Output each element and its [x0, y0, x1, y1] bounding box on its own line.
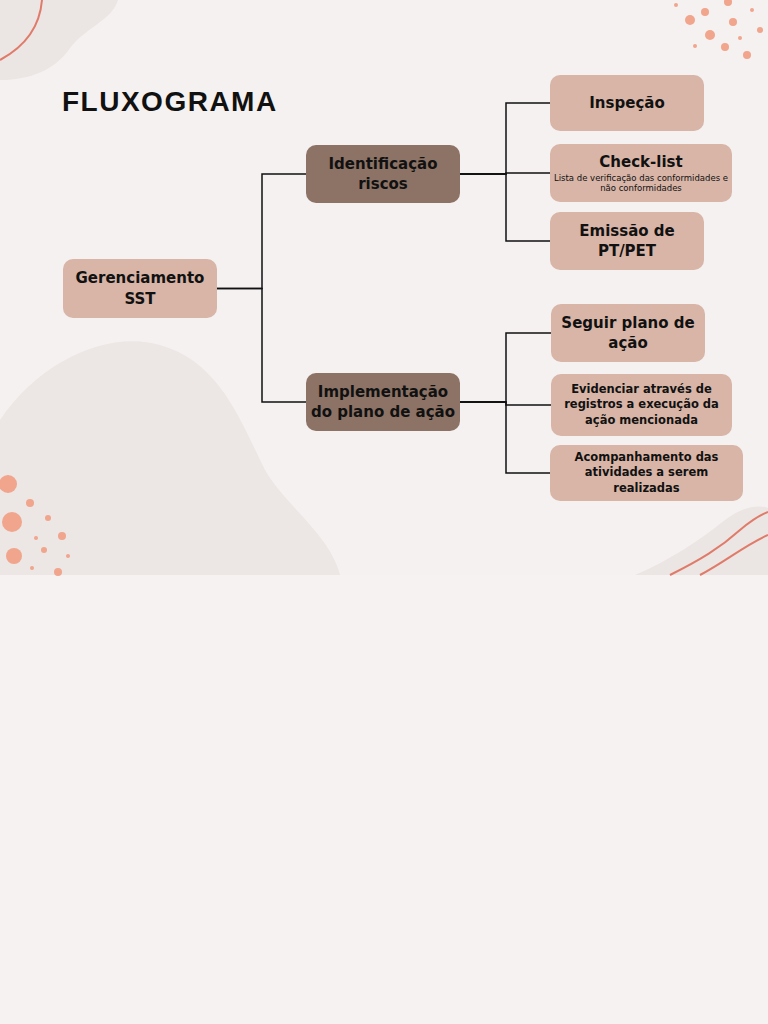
connector-line [217, 174, 306, 289]
background-blob [0, 341, 340, 575]
wave-line [670, 512, 768, 575]
task-box: Check-listLista de verificação das confo… [550, 144, 732, 202]
corner-blob [635, 506, 768, 575]
node-label: Check-list [599, 152, 682, 172]
category-box: Identificação riscos [306, 145, 460, 203]
task-box: Evidenciar através de registros a execuç… [551, 374, 732, 436]
node-label: Emissão de PT/PET [554, 221, 700, 262]
lower-background [0, 575, 768, 1024]
node-label: Implementação do plano de ação [310, 382, 456, 423]
wave-line [700, 535, 768, 575]
connector-line [460, 174, 550, 241]
corner-blob [0, 0, 118, 80]
connector-line [460, 173, 550, 174]
dot-cluster [674, 0, 763, 59]
connector-line [460, 402, 550, 473]
node-subtext: Lista de verificação das conformidades e… [554, 173, 728, 194]
task-box: Seguir plano de ação [551, 304, 705, 362]
connector-line [460, 103, 550, 174]
node-label: Acompanhamento das atividades a serem re… [554, 450, 739, 497]
node-label: Inspeção [589, 93, 664, 113]
task-box: Inspeção [550, 75, 704, 131]
root-box: Gerenciamento SST [63, 259, 217, 318]
diagram-title: FLUXOGRAMA [62, 86, 278, 118]
node-label: Evidenciar através de registros a execuç… [555, 382, 728, 429]
task-box: Emissão de PT/PET [550, 212, 704, 270]
connector-line [460, 402, 551, 405]
category-box: Implementação do plano de ação [306, 373, 460, 431]
task-box: Acompanhamento das atividades a serem re… [550, 445, 743, 501]
node-label: Identificação riscos [310, 154, 456, 195]
connector-line [217, 289, 306, 403]
node-label: Gerenciamento SST [67, 268, 213, 309]
dot-cluster [0, 475, 70, 576]
connector-line [460, 333, 551, 402]
node-label: Seguir plano de ação [555, 313, 701, 354]
corner-curve [0, 0, 42, 60]
